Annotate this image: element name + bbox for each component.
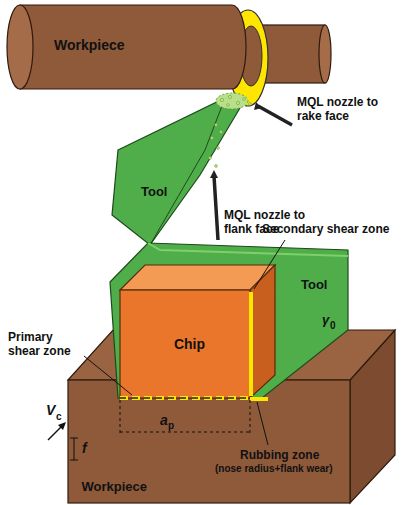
shear-plane	[120, 397, 250, 399]
primary-shear-zone	[120, 396, 250, 400]
rake-angle-symbol: γ	[322, 312, 329, 328]
depth-symbol: a	[160, 412, 168, 429]
node-text: Chip	[169, 336, 209, 353]
mql-spray	[216, 93, 248, 109]
feed-symbol: f	[82, 440, 87, 457]
velocity-symbol: V	[46, 402, 55, 419]
rake-nozzle-tip	[254, 102, 262, 110]
tool-edge	[150, 98, 225, 245]
flank-nozzle-tip	[210, 170, 218, 178]
rake-nozzle	[258, 106, 292, 125]
mql-droplets	[209, 95, 252, 167]
symbol-subscript: p	[168, 420, 174, 432]
depth-dimension	[120, 432, 250, 433]
leader-line	[257, 402, 268, 445]
workpiece-cylinder	[20, 5, 246, 89]
chip-label: Chip	[165, 334, 213, 355]
secondary-shear-zone	[249, 292, 253, 396]
zone-label: Primary shear zone	[8, 330, 83, 359]
shaft-end	[319, 25, 331, 83]
feed-tick	[70, 460, 78, 461]
chip-side	[250, 265, 275, 398]
chip-front	[120, 290, 250, 398]
rubbing-zone	[250, 397, 268, 401]
feed-tick	[70, 438, 78, 439]
symbol-subscript: c	[56, 411, 62, 423]
nozzle-label: MQL nozzle to rake face	[297, 95, 392, 124]
chip-top	[120, 265, 275, 290]
leader-line	[84, 356, 132, 395]
flank-nozzle	[214, 176, 218, 240]
tool-body	[112, 98, 240, 245]
workpiece-block-label: Workpiece	[73, 477, 155, 497]
block-front	[68, 380, 350, 503]
node-text: Tool	[297, 277, 332, 293]
velocity-arrowhead	[58, 422, 66, 430]
workpiece-cylinder-label: Workpiece	[46, 35, 133, 56]
depth-extension	[120, 400, 121, 436]
tool-highlight	[148, 243, 348, 256]
cylinder-end	[7, 5, 33, 89]
zone-label: Rubbing zone	[240, 448, 319, 462]
symbol-subscript: 0	[330, 320, 336, 332]
tool-body	[110, 243, 348, 398]
tool-label: Tool	[133, 182, 176, 202]
feed-dimension	[74, 438, 75, 460]
zone-label: Secondary shear zone	[262, 222, 389, 236]
tool-label: Tool	[293, 275, 336, 295]
leader-line	[254, 240, 285, 289]
zone-note: (nose radius+flank wear)	[215, 463, 333, 475]
node-text: Tool	[137, 184, 172, 200]
node-text: Workpiece	[77, 479, 151, 495]
depth-extension	[250, 400, 251, 436]
node-text: Workpiece	[50, 37, 129, 54]
